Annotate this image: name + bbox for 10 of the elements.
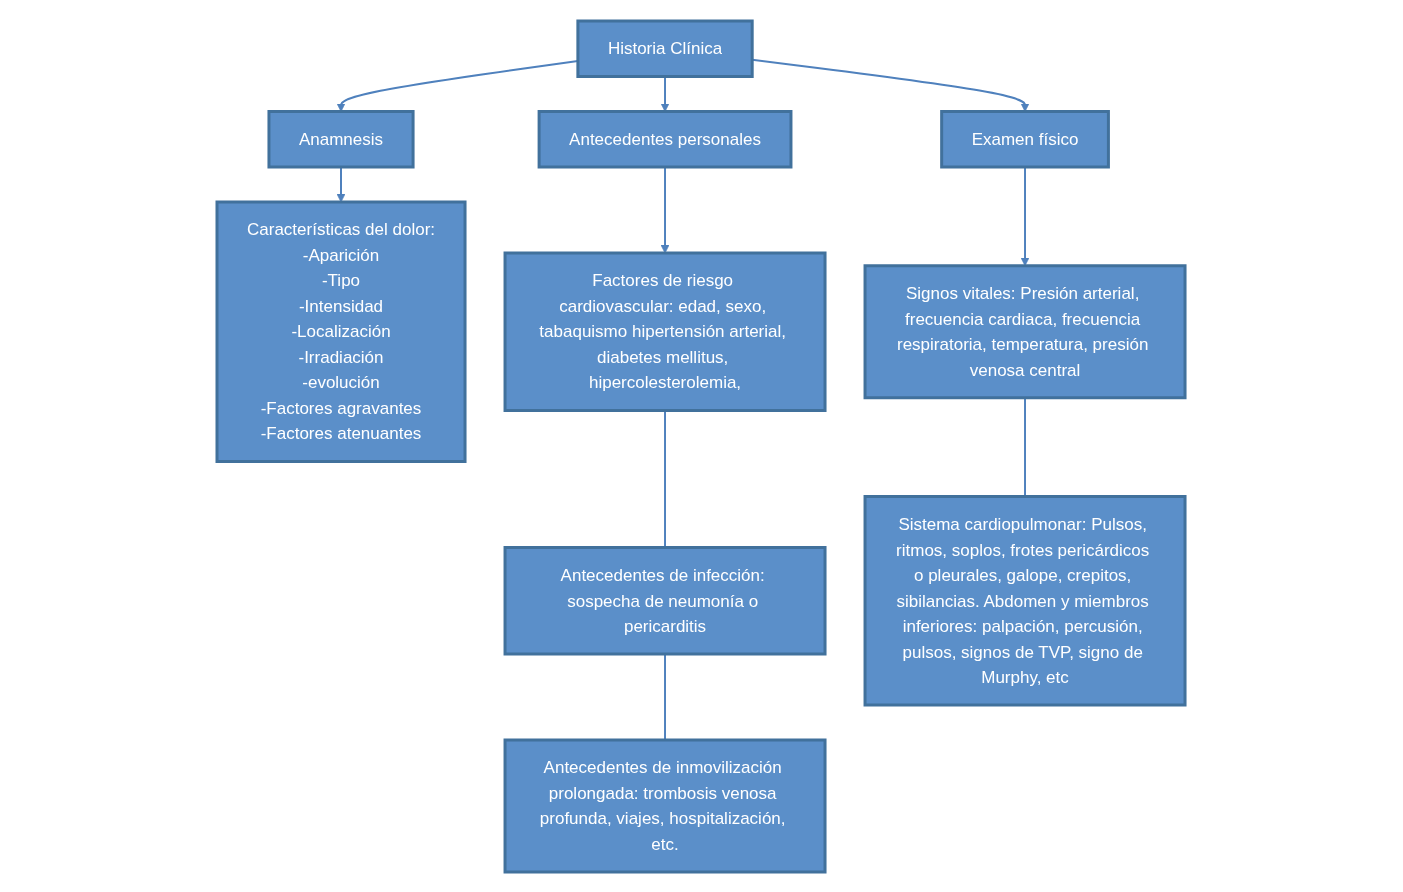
node-box: Examen físico <box>940 109 1111 168</box>
node-box: Características del dolor: -Aparición -Tipo -Intensidad -Localización -Irradiación -evolución -Factores agravantes -Factores atenuantes <box>216 200 467 463</box>
node-box: Signos vitales: Presión arterial, frecuencia cardiaca, frecuencia respiratoria, temperatura, presión venosa central <box>864 263 1187 399</box>
node-box: Historia Clínica <box>576 19 755 78</box>
node-box: Anamnesis <box>267 109 416 168</box>
node-box: Factores de riesgo cardiovascular: edad, sexo, tabaquismo hipertensión arterial, diabetes mellitus, hipercolesterolemia, <box>504 251 827 412</box>
node-box: Sistema cardiopulmonar: Pulsos, ritmos, soplos, frotes pericárdicos o pleurales, galope, crepitos, sibilancias. Abdomen y miembros inferiores: palpación, percusión, pulsos, signos de TVP, signo de Murphy, etc <box>864 494 1187 706</box>
node-box: Antecedentes de inmovilización prolongada: trombosis venosa profunda, viajes, hospitalización, etc. <box>504 738 827 873</box>
node-box: Antecedentes de infección: sospecha de neumonía o pericarditis <box>504 545 827 655</box>
node-box: Antecedentes personales <box>538 109 793 168</box>
